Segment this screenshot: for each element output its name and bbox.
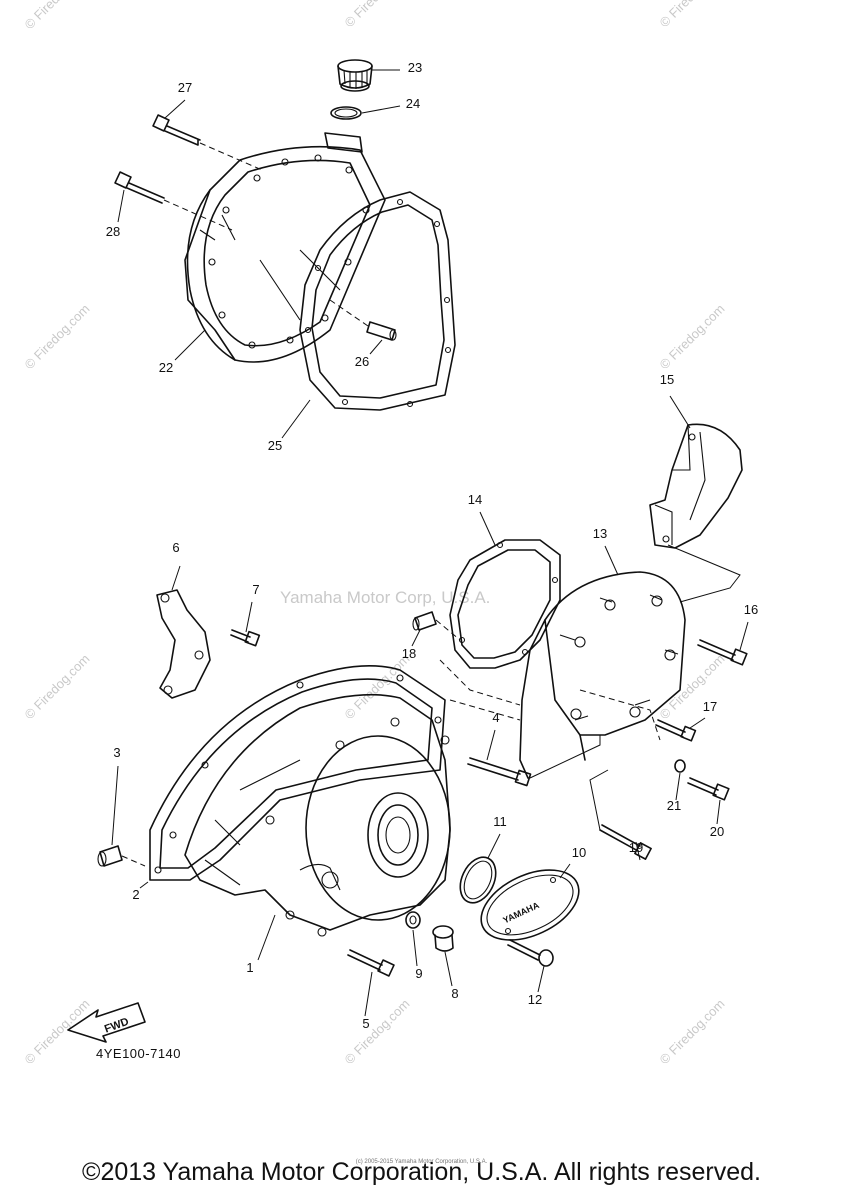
callout-13: 13 [593, 526, 607, 541]
watermark-firedog: © Firedog.com [22, 0, 93, 32]
callout-2: 2 [132, 887, 139, 902]
copyright-notice: ©2013 Yamaha Motor Corporation, U.S.A. A… [82, 1158, 761, 1186]
watermark-yamaha: Yamaha Motor Corp, U.S.A. [280, 588, 490, 607]
part-28-bolt [114, 171, 233, 231]
callout-28: 28 [106, 224, 120, 239]
part-3-dowel-pin [97, 765, 146, 867]
callout-20: 20 [710, 824, 724, 839]
part-16-bolt [697, 621, 749, 666]
callout-27: 27 [178, 80, 192, 95]
callout-15: 15 [660, 372, 674, 387]
part-5-bolt [347, 949, 395, 1017]
callout-22: 22 [159, 360, 173, 375]
part-2-gasket [139, 664, 446, 889]
callout-8: 8 [451, 986, 458, 1001]
watermark-layer: © Firedog.com © Firedog.com © Firedog.co… [22, 0, 728, 1067]
watermark-firedog: © Firedog.com [22, 651, 93, 722]
callout-26: 26 [355, 354, 369, 369]
callout-1: 1 [246, 960, 253, 975]
callout-6: 6 [172, 540, 179, 555]
callout-24: 24 [406, 96, 420, 111]
fwd-label: FWD [103, 1016, 131, 1036]
part-13-sprocket-cover [519, 571, 686, 779]
callout-11: 11 [493, 814, 507, 829]
part-21-washer [674, 759, 686, 801]
part-code: 4YE100-7140 [96, 1046, 182, 1061]
callout-4: 4 [492, 710, 499, 725]
part-14-gasket [449, 539, 561, 669]
callout-17: 17 [703, 699, 717, 714]
watermark-firedog: © Firedog.com [22, 996, 93, 1067]
callout-19: 19 [629, 840, 643, 855]
callout-5: 5 [362, 1016, 369, 1031]
tiny-copyright: (c) 2005-2015 Yamaha Motor Corporation, … [355, 1159, 488, 1165]
dashed-alignment-lines [439, 659, 661, 741]
upper-lead-lines [117, 69, 691, 647]
part-4-bolt [467, 729, 601, 787]
part-26-dowel-pin [329, 299, 397, 341]
part-7-bolt [230, 601, 261, 647]
callout-23: 23 [408, 60, 422, 75]
part-9-washer [405, 911, 421, 967]
watermark-firedog: © Firedog.com [657, 996, 728, 1067]
callout-21: 21 [667, 798, 681, 813]
part-6-bracket [156, 565, 211, 699]
watermark-firedog: © Firedog.com [657, 301, 728, 372]
part-24-o-ring [330, 106, 362, 120]
watermark-firedog: © Firedog.com [342, 996, 413, 1067]
watermark-firedog: © Firedog.com [342, 0, 413, 30]
part-10-cover-plate: YAMAHA [480, 863, 580, 941]
part-20-bolt [687, 777, 730, 825]
callout-12: 12 [528, 992, 542, 1007]
callout-18: 18 [402, 646, 416, 661]
part-1-crankcase-cover [184, 693, 451, 961]
cover-plate-logo: YAMAHA [501, 900, 541, 926]
watermark-firedog: © Firedog.com [22, 301, 93, 372]
part-25-gasket [299, 191, 456, 411]
callout-9: 9 [415, 966, 422, 981]
part-19-bolt [589, 769, 652, 861]
part-12-screw [507, 939, 554, 993]
callout-25: 25 [268, 438, 282, 453]
part-22-clutch-cover [184, 132, 386, 363]
watermark-firedog: © Firedog.com [657, 0, 728, 30]
callout-14: 14 [468, 492, 482, 507]
part-18-dowel-pin [412, 611, 461, 641]
callout-3: 3 [113, 745, 120, 760]
part-11-o-ring [459, 833, 501, 904]
part-8-plug [432, 925, 454, 987]
callout-16: 16 [744, 602, 758, 617]
part-27-bolt [152, 114, 263, 171]
part-15-chain-guard [649, 423, 743, 603]
part-23-oil-filler-cap [337, 59, 373, 92]
part-17-bolt [655, 717, 706, 742]
callout-10: 10 [572, 845, 586, 860]
callout-7: 7 [252, 582, 259, 597]
